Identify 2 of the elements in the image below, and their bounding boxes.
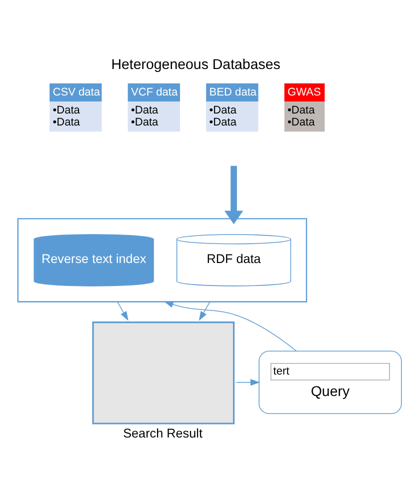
label: Heterogeneous Databases <box>111 56 280 73</box>
node-label: Search Result <box>123 426 202 440</box>
